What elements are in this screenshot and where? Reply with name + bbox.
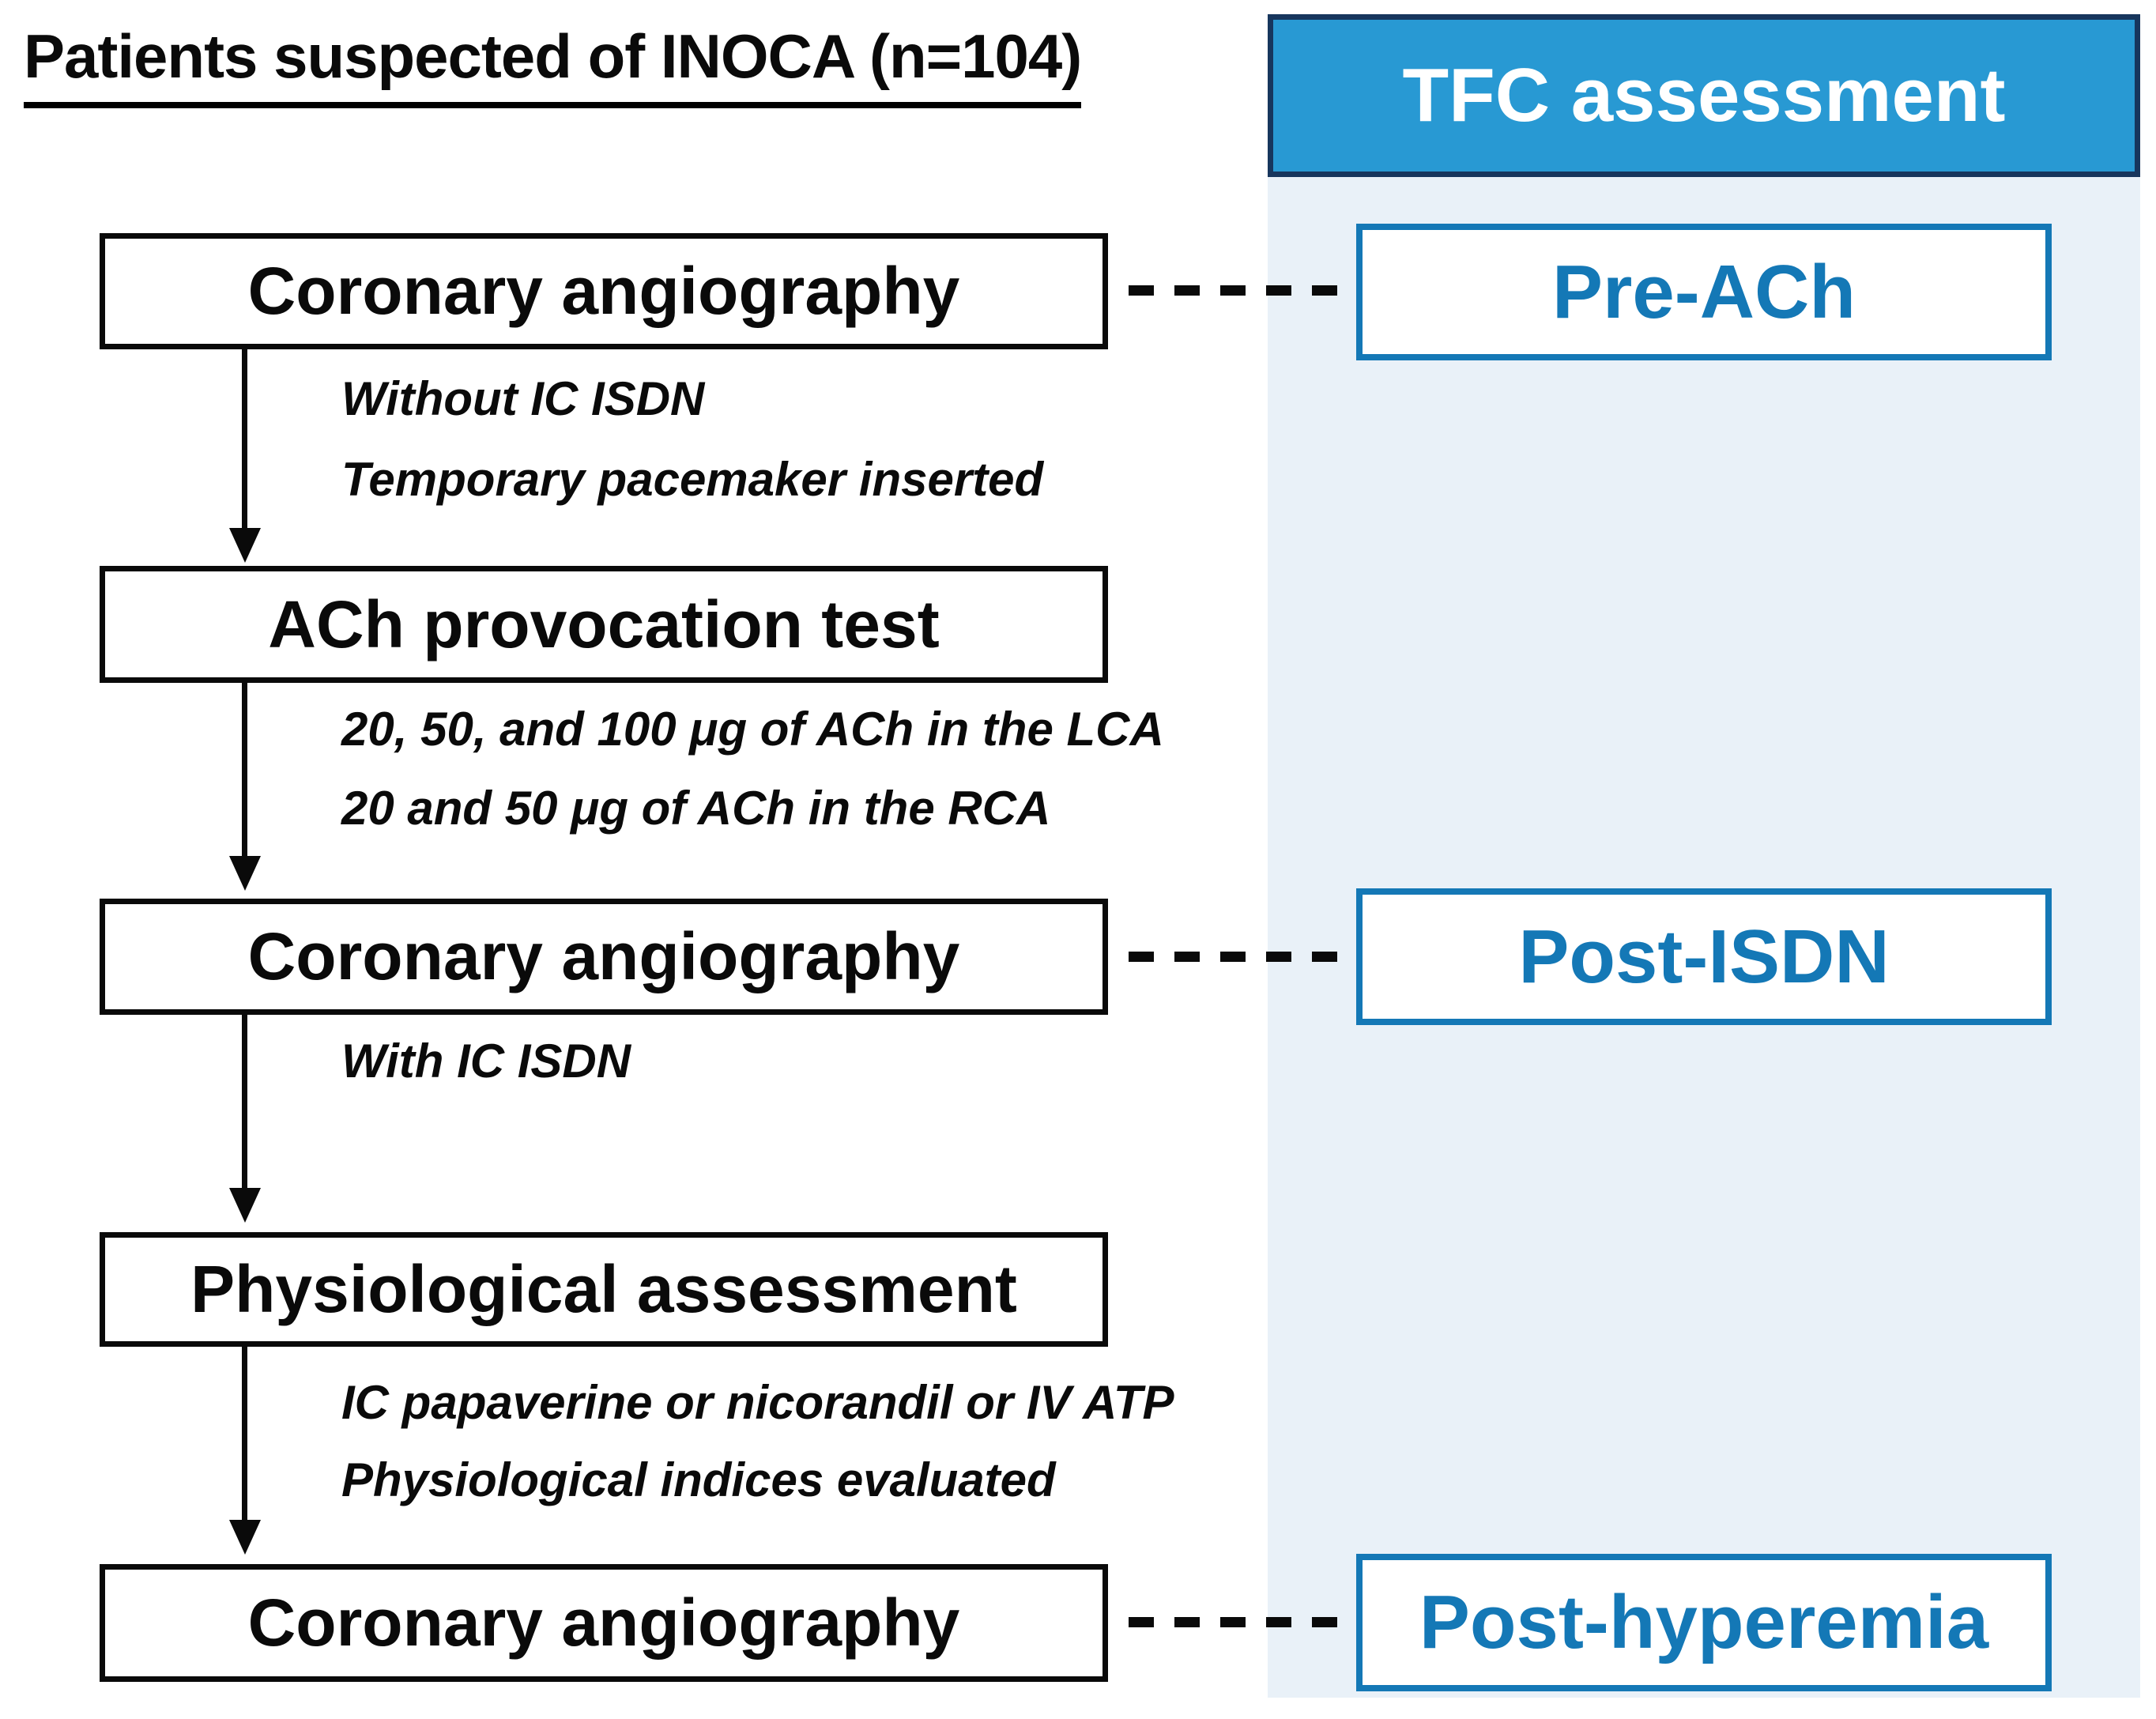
flow-note: Temporary pacemaker inserted [341, 453, 1044, 506]
flow-note: With IC ISDN [341, 1035, 631, 1088]
assessment-label: Post-ISDN [1518, 914, 1890, 999]
flow-note: IC papaverine or nicorandil or IV ATP [341, 1376, 1174, 1429]
assessment-label: Post-hyperemia [1419, 1580, 1989, 1664]
flow-step-label: Coronary angiography [247, 1585, 960, 1660]
flow-step-label: Coronary angiography [247, 254, 960, 328]
flow-note: 20 and 50 μg of ACh in the RCA [341, 782, 1051, 835]
arrow-down-icon [229, 1188, 261, 1223]
tfc-assessment-header: TFC assessment [1268, 14, 2140, 177]
tfc-assessment-header-label: TFC assessment [1402, 53, 2006, 138]
assessment-box-post-hyperemia: Post-hyperemia [1356, 1554, 2052, 1691]
flow-step-label: ACh provocation test [268, 586, 940, 662]
flow-arrow-line-2 [242, 683, 247, 858]
flow-note: 20, 50, and 100 μg of ACh in the LCA [341, 703, 1164, 756]
arrow-down-icon [229, 1520, 261, 1555]
arrow-down-icon [229, 528, 261, 563]
page-title: Patients suspected of INOCA (n=104) [24, 21, 1082, 108]
flow-step-label: Coronary angiography [247, 919, 960, 993]
dashed-connector-pre-ach [1129, 285, 1337, 296]
flow-step-coronary-angiography-3: Coronary angiography [100, 1564, 1108, 1682]
flow-note: Without IC ISDN [341, 372, 705, 425]
assessment-box-pre-ach: Pre-ACh [1356, 224, 2052, 360]
flow-note: Physiological indices evaluated [341, 1453, 1056, 1506]
flow-step-coronary-angiography-1: Coronary angiography [100, 233, 1108, 349]
arrow-down-icon [229, 856, 261, 891]
flow-step-ach-provocation-test: ACh provocation test [100, 566, 1108, 683]
flow-arrow-line-4 [242, 1347, 247, 1521]
flow-arrow-line-3 [242, 1015, 247, 1189]
assessment-label: Pre-ACh [1551, 249, 1856, 334]
flow-arrow-line-1 [242, 349, 247, 530]
flow-step-label: Physiological assessment [190, 1252, 1017, 1326]
dashed-connector-post-isdn [1129, 952, 1337, 962]
flow-step-coronary-angiography-2: Coronary angiography [100, 899, 1108, 1015]
assessment-box-post-isdn: Post-ISDN [1356, 888, 2052, 1025]
flow-step-physiological-assessment: Physiological assessment [100, 1232, 1108, 1347]
dashed-connector-post-hyperemia [1129, 1617, 1337, 1627]
